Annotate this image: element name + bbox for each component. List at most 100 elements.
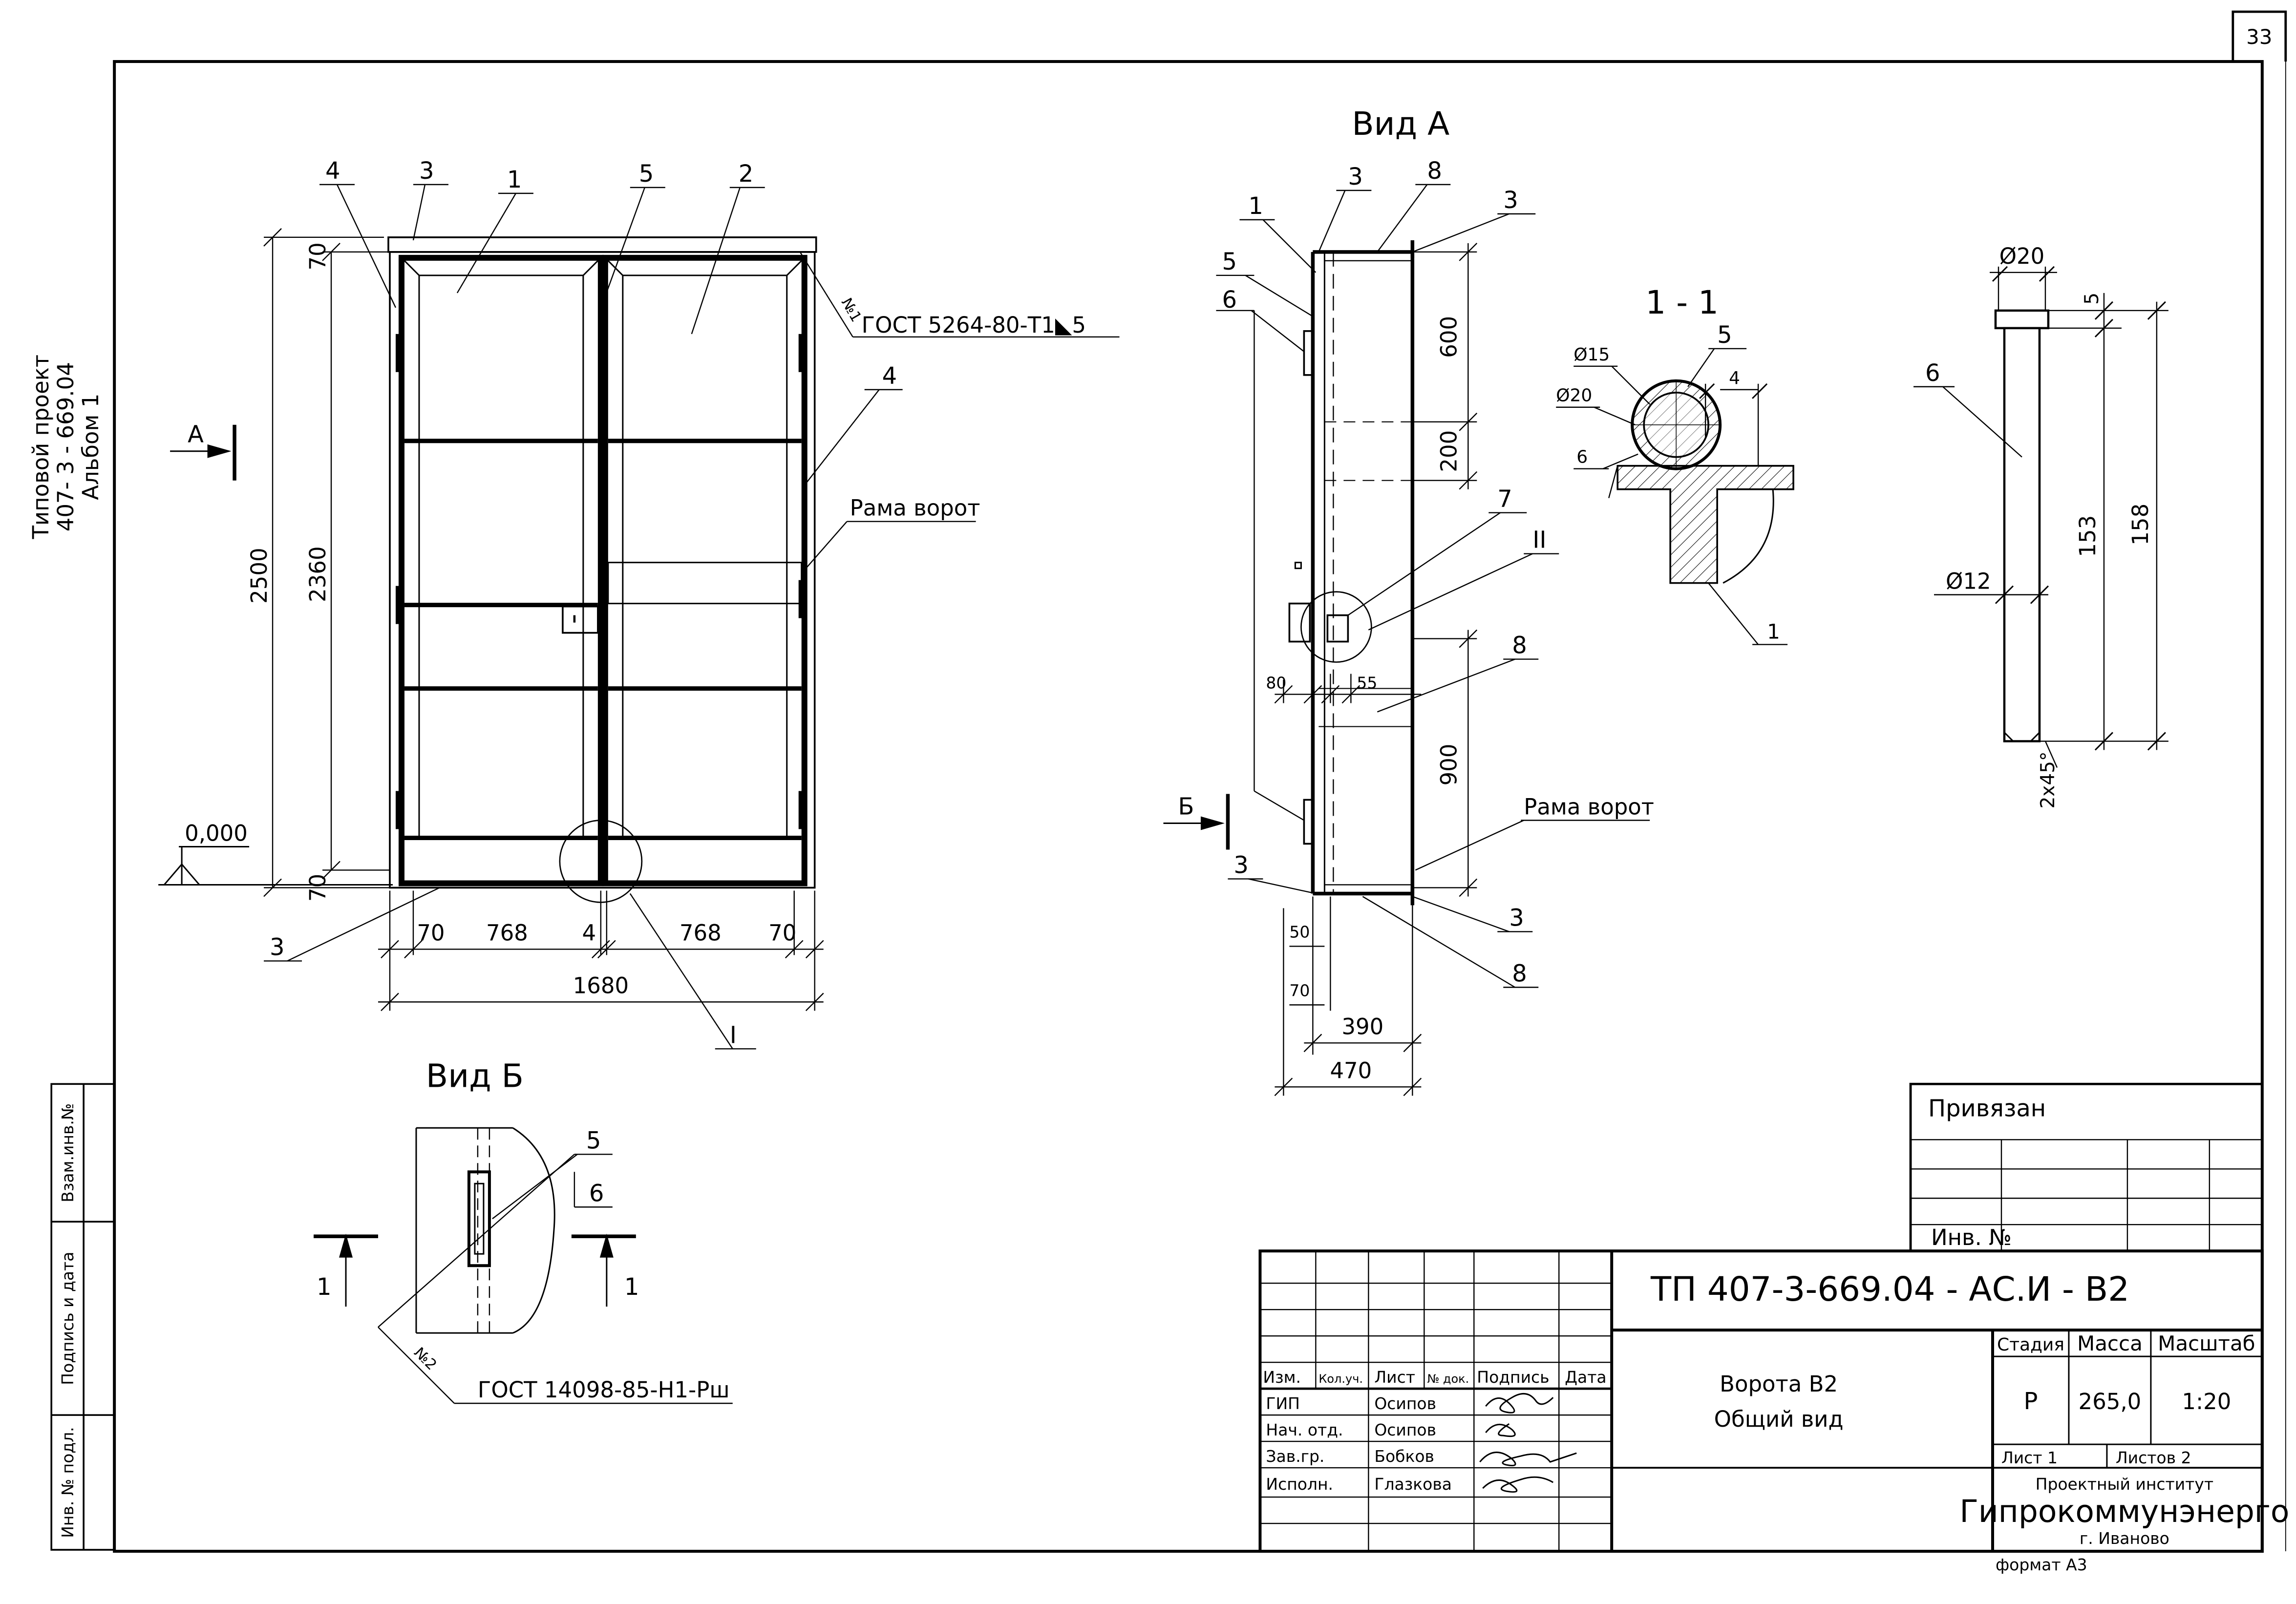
svg-text:Ø12: Ø12	[1946, 569, 1991, 594]
svg-text:Дата: Дата	[1565, 1368, 1606, 1387]
svg-text:1: 1	[1767, 620, 1780, 644]
privyazan-label: Привязан	[1928, 1095, 2046, 1122]
view-b-leaders	[378, 1154, 733, 1404]
weld-number-2: №2	[410, 1344, 440, 1373]
svg-text:158: 158	[2127, 504, 2153, 546]
svg-text:70: 70	[417, 920, 445, 946]
svg-text:I: I	[730, 1021, 737, 1049]
svg-text:5: 5	[1222, 248, 1237, 275]
svg-text:1: 1	[317, 1273, 332, 1301]
svg-text:1680: 1680	[573, 972, 629, 998]
svg-text:Ø20: Ø20	[1999, 243, 2045, 269]
svg-text:Масса: Масса	[2077, 1331, 2143, 1355]
view-b-text: 5 6 1 1	[317, 1127, 639, 1301]
svg-text:3: 3	[1509, 904, 1524, 931]
svg-text:Ø15: Ø15	[1573, 345, 1610, 365]
vzam-inv-label: Взам.инв.№	[58, 1103, 77, 1203]
svg-text:5: 5	[1717, 321, 1732, 349]
view-a-drawing	[1288, 240, 1415, 906]
svg-text:80: 80	[1266, 674, 1286, 693]
svg-text:2x45°: 2x45°	[2037, 752, 2059, 809]
inv-no-label: Инв. №	[1931, 1224, 2012, 1250]
page-number: 33	[2246, 25, 2272, 49]
svg-text:Лист 1: Лист 1	[2001, 1448, 2058, 1467]
role-gip: ГИП	[1266, 1394, 1300, 1413]
title-block-text: Привязан Инв. № ТП 407-3-669.04 - АС.И -…	[1263, 1095, 2289, 1574]
svg-text:Альбом 1: Альбом 1	[78, 394, 104, 500]
left-approval-box	[50, 1083, 115, 1551]
level-mark-label: 0,000	[185, 820, 248, 846]
svg-text:390: 390	[1341, 1013, 1383, 1039]
svg-text:3: 3	[1503, 187, 1518, 214]
svg-text:4: 4	[882, 362, 897, 390]
document-code: ТП 407-3-669.04 - АС.И - В2	[1650, 1270, 2129, 1309]
svg-text:70: 70	[768, 920, 796, 946]
svg-text:768: 768	[680, 920, 722, 946]
section-mark-b	[1163, 794, 1230, 850]
frame-label-view-a: Рама ворот	[1524, 794, 1654, 820]
svg-text:3: 3	[1233, 851, 1249, 879]
svg-text:2360: 2360	[305, 546, 331, 602]
svg-text:900: 900	[1436, 744, 1462, 786]
svg-text:70: 70	[305, 874, 331, 902]
svg-text:600: 600	[1436, 316, 1462, 358]
level-mark	[158, 845, 393, 886]
front-view-leaders	[264, 184, 1120, 1050]
mass-value: 265,0	[2079, 1389, 2142, 1414]
podpis-data-label: Подпись и дата	[58, 1252, 77, 1385]
section-1-1-drawing	[1608, 379, 1794, 584]
side-stamp: Типовой проект 407- 3 - 669.04 Альбом 1	[28, 355, 104, 540]
view-b-title: Вид Б	[426, 1057, 524, 1095]
section-mark-a	[170, 424, 236, 481]
role-zav-gr: Зав.гр.	[1266, 1447, 1324, 1466]
svg-text:7: 7	[1497, 485, 1512, 513]
svg-text:Стадия: Стадия	[1997, 1335, 2064, 1355]
svg-text:5: 5	[586, 1127, 601, 1154]
svg-text:Листов 2: Листов 2	[2116, 1448, 2191, 1467]
view-b-drawing	[314, 1127, 636, 1334]
svg-text:Масштаб: Масштаб	[2158, 1331, 2255, 1355]
svg-text:153: 153	[2075, 515, 2101, 557]
svg-text:470: 470	[1330, 1057, 1372, 1083]
pin-drawing	[1913, 266, 2168, 768]
svg-text:6: 6	[589, 1180, 604, 1207]
view-a-dim-text: 600 200 900 80 55 50 70 390 470	[1266, 316, 1462, 1083]
gate-front-view	[387, 236, 817, 903]
svg-text:1: 1	[1248, 192, 1263, 220]
section-1-1-title: 1 - 1	[1645, 284, 1719, 321]
svg-text:50: 50	[1289, 922, 1310, 941]
name-zav-gr: Бобков	[1374, 1447, 1434, 1466]
view-a-title: Вид А	[1352, 105, 1449, 143]
svg-text:6: 6	[1925, 359, 1940, 387]
section-1-1-text: Ø15 Ø20 6 5 4 1	[1556, 321, 1780, 644]
weld-note-1: ГОСТ 5264-80-Т1◣5	[862, 312, 1086, 338]
view-a-callout-text: 1 3 8 3 5 6 7 II 8 3 3 8	[1222, 157, 1546, 987]
svg-text:55: 55	[1357, 674, 1377, 693]
svg-text:5: 5	[2081, 293, 2103, 305]
scale-value: 1:20	[2182, 1389, 2231, 1414]
stage-value: Р	[2023, 1388, 2038, 1415]
svg-text:II: II	[1532, 527, 1546, 554]
section-a-label: А	[188, 421, 204, 448]
svg-text:Кол.уч.: Кол.уч.	[1318, 1372, 1363, 1386]
view-a-leaders	[1216, 184, 1650, 988]
svg-text:Подпись: Подпись	[1477, 1368, 1549, 1387]
svg-text:Лист: Лист	[1374, 1368, 1415, 1387]
role-ispoln: Исполн.	[1266, 1475, 1333, 1494]
svg-text:Типовой проект: Типовой проект	[28, 355, 54, 540]
name-ispoln: Глазкова	[1374, 1475, 1452, 1494]
svg-text:1: 1	[507, 166, 522, 193]
sheet-frame	[113, 10, 2287, 1553]
org-line-1: Проектный институт	[2036, 1475, 2213, 1494]
svg-text:5: 5	[639, 160, 654, 188]
format-label: формат А3	[1996, 1555, 2087, 1574]
svg-text:4: 4	[582, 920, 596, 946]
svg-text:3: 3	[270, 933, 285, 961]
svg-text:Ø20: Ø20	[1556, 386, 1592, 406]
front-view-dim-text: 2500 2360 70 70 70 768 4 768 70 1680	[246, 242, 796, 998]
inv-podl-label: Инв. № подл.	[58, 1427, 77, 1538]
section-b-label: Б	[1178, 793, 1194, 820]
svg-text:Изм.: Изм.	[1263, 1368, 1301, 1387]
svg-text:200: 200	[1436, 430, 1462, 472]
